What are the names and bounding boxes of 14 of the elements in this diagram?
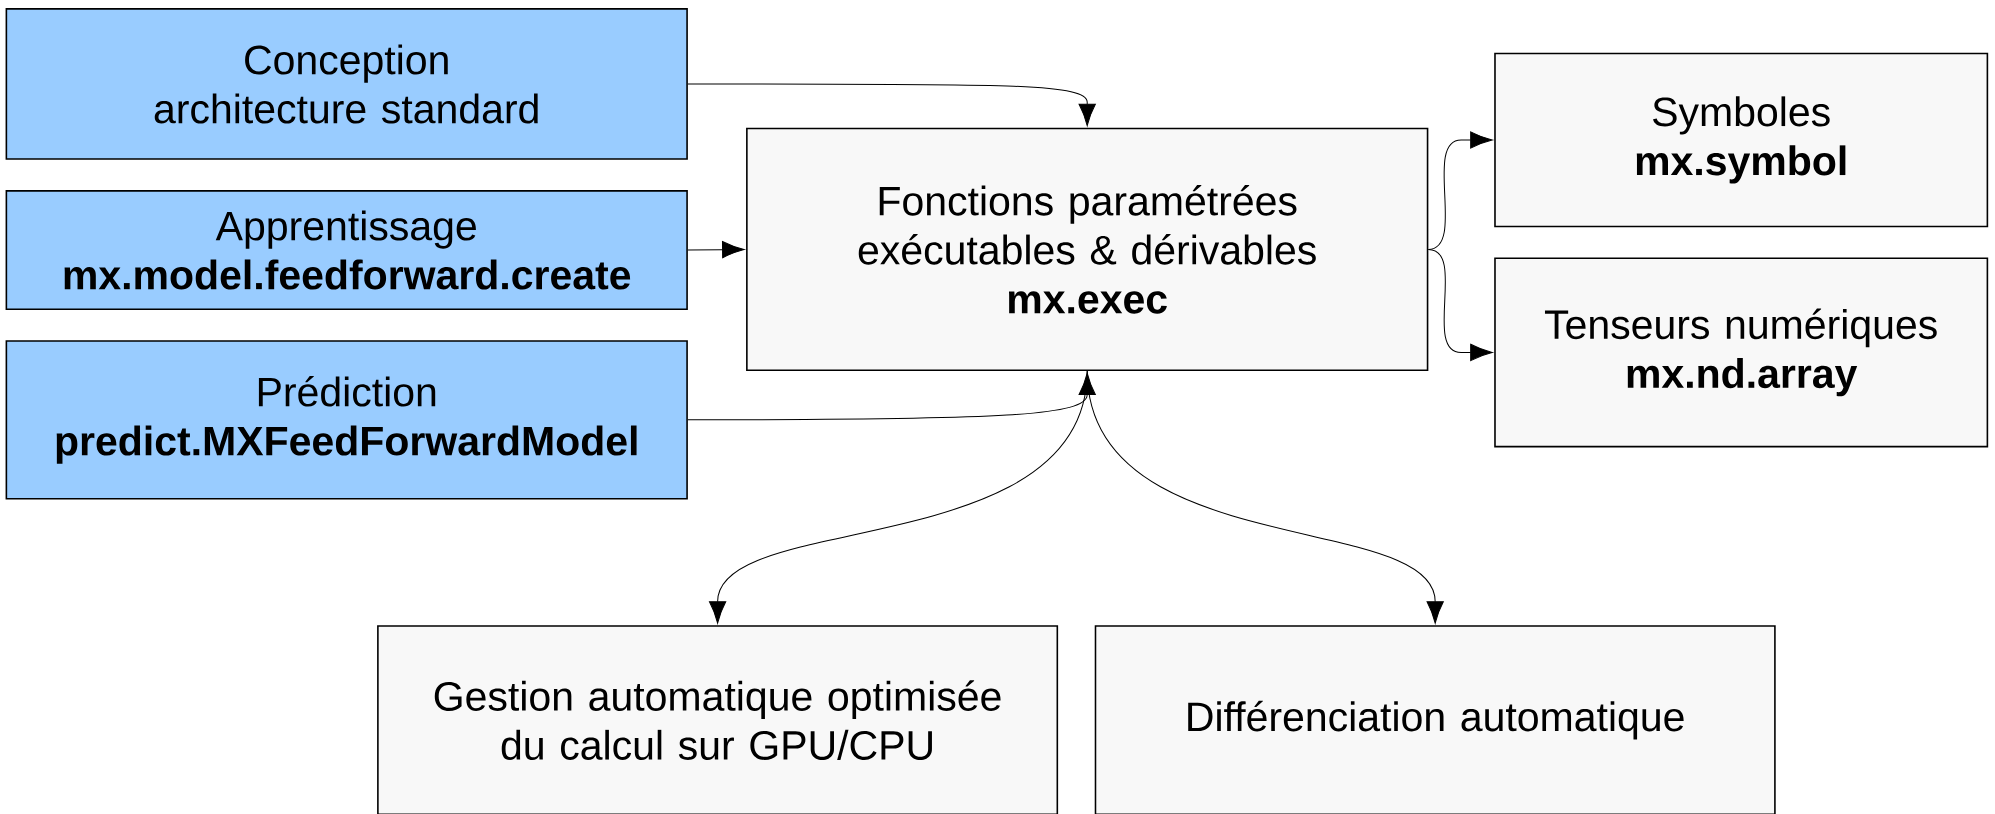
input-box: Apprentissage mx.model.feedforward.create [5,189,688,310]
process-box: Fonctions paramétrées exécutables & dérivables mx.exec [746,127,1429,371]
input-box: Conception architecture standard [5,7,688,160]
arrow [1086,370,1444,624]
arrow [687,372,1096,421]
process-box: Différenciation automatique [1094,625,1776,814]
arrow [687,240,745,259]
process-box: Symboles mx.symbol [1494,52,1989,228]
arrow [1427,248,1493,361]
input-box: Prédiction predict.MXFeedForwardModel [5,340,688,500]
process-box: Tenseurs numériques mx.nd.array [1494,257,1989,448]
arrow [687,83,1096,126]
process-box: Gestion automatique optimisée du calcul sur GPU/CPU [377,625,1059,814]
arrow [708,370,1088,624]
